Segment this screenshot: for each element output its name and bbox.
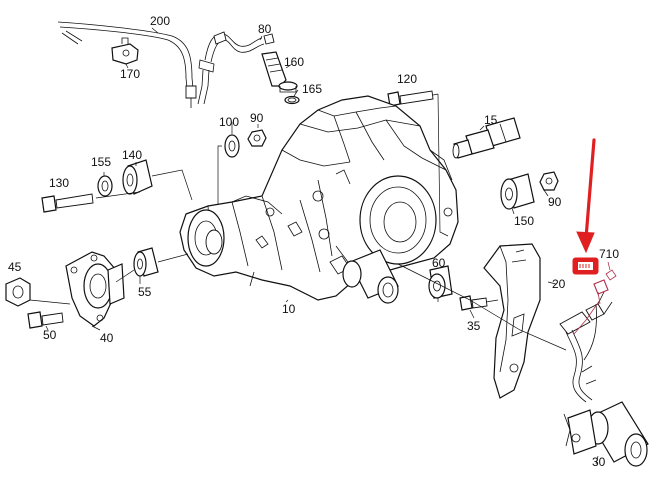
- shaft-15[interactable]: [452, 117, 521, 159]
- label-120: 120: [397, 72, 417, 86]
- label-40: 40: [100, 331, 114, 345]
- highlight-label-marks: [579, 264, 590, 268]
- label-140: 140: [122, 148, 142, 162]
- flange-40[interactable]: [65, 251, 125, 327]
- nut-45[interactable]: [5, 277, 31, 307]
- label-200: 200: [150, 14, 170, 28]
- label-150: 150: [514, 214, 534, 228]
- nut-90-upper[interactable]: [247, 129, 267, 147]
- hose-80[interactable]: [197, 31, 275, 105]
- label-130: 130: [49, 176, 69, 190]
- seal-ring-165[interactable]: [284, 95, 300, 105]
- leader-lines: [29, 27, 611, 465]
- breather-valve-160[interactable]: [261, 51, 298, 93]
- actuator-motor[interactable]: [335, 245, 399, 304]
- bushing-150[interactable]: [500, 173, 535, 210]
- label-50: 50: [43, 328, 57, 342]
- bracket-20[interactable]: [483, 243, 541, 399]
- label-90-right: 90: [548, 195, 562, 209]
- label-45: 45: [8, 260, 22, 274]
- label-80: 80: [258, 22, 272, 36]
- label-60: 60: [432, 256, 446, 270]
- bolt-120[interactable]: [387, 90, 439, 107]
- label-165: 165: [302, 82, 322, 96]
- label-155: 155: [91, 155, 111, 169]
- washer-100[interactable]: [224, 134, 240, 158]
- label-160: 160: [284, 55, 304, 69]
- breather-hose-200[interactable]: [57, 21, 197, 108]
- label-35: 35: [467, 319, 481, 333]
- differential-housing-10[interactable]: [179, 95, 459, 301]
- label-15: 15: [484, 113, 498, 127]
- bolt-50[interactable]: [27, 311, 64, 329]
- highlight-callout: [572, 257, 599, 275]
- label-90-upper: 90: [250, 111, 264, 125]
- bushing-55[interactable]: [133, 247, 159, 277]
- label-710: 710: [599, 247, 619, 261]
- label-10: 10: [282, 302, 296, 316]
- clip-170[interactable]: [111, 37, 139, 65]
- hose-assembly[interactable]: [559, 291, 613, 403]
- label-100: 100: [219, 115, 239, 129]
- label-55: 55: [138, 285, 152, 299]
- label-170: 170: [120, 67, 140, 81]
- part-labels: 200 80 160 170 165 120 100 90 15 155 140…: [8, 14, 619, 469]
- pump-motor-30[interactable]: [563, 401, 649, 467]
- bolt-130[interactable]: [41, 193, 94, 213]
- red-arrow-down-icon: [576, 138, 596, 254]
- nut-90-right[interactable]: [539, 171, 559, 191]
- label-20: 20: [552, 277, 566, 291]
- label-30: 30: [592, 455, 606, 469]
- bushing-140[interactable]: [122, 159, 153, 195]
- bushing-60[interactable]: [428, 265, 453, 299]
- sensor-710[interactable]: [593, 269, 617, 305]
- washer-155[interactable]: [97, 175, 113, 197]
